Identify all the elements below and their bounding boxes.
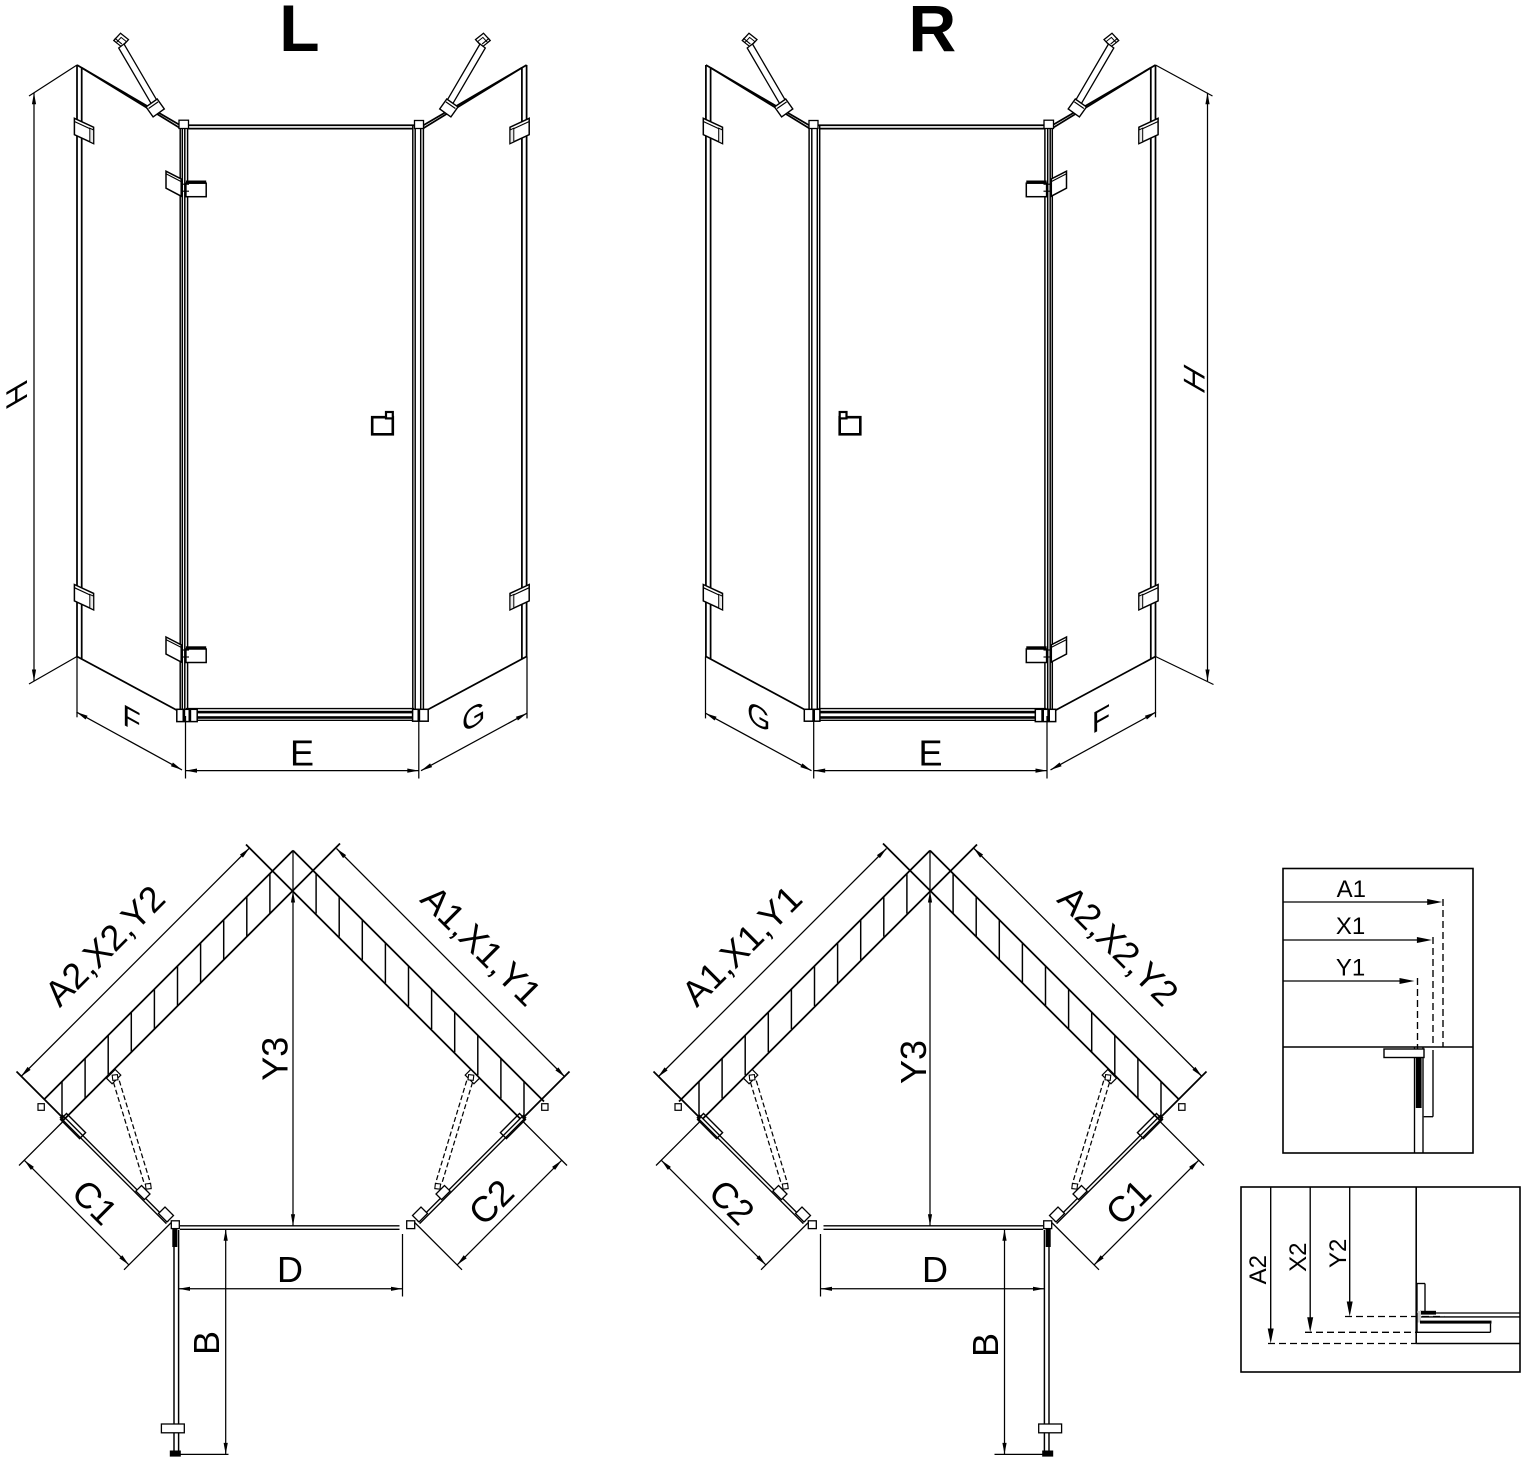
svg-text:B: B	[965, 1333, 1006, 1357]
svg-text:A1: A1	[1337, 876, 1366, 903]
svg-text:R: R	[908, 0, 956, 65]
svg-text:Y1: Y1	[1336, 955, 1365, 982]
svg-text:Y3: Y3	[255, 1037, 296, 1081]
svg-text:D: D	[922, 1249, 948, 1290]
svg-text:D: D	[277, 1249, 303, 1290]
svg-text:F: F	[122, 697, 140, 741]
svg-text:B: B	[186, 1331, 227, 1355]
svg-text:Y2: Y2	[1325, 1239, 1352, 1268]
svg-text:L: L	[279, 0, 319, 65]
svg-text:G: G	[462, 693, 485, 739]
svg-text:E: E	[290, 733, 314, 774]
svg-text:Y3: Y3	[893, 1040, 934, 1084]
svg-text:A2: A2	[1245, 1255, 1272, 1284]
svg-text:E: E	[918, 733, 942, 774]
svg-text:X2: X2	[1285, 1243, 1312, 1272]
svg-text:X1: X1	[1336, 913, 1365, 940]
svg-text:F: F	[1092, 697, 1110, 741]
svg-text:G: G	[747, 693, 770, 739]
